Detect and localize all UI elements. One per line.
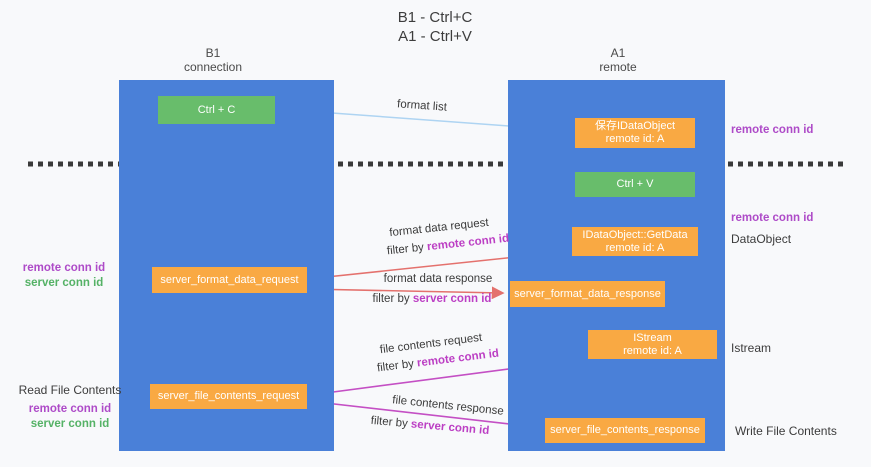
node-server-format-data-request: server_format_data_request — [152, 267, 307, 293]
node-server-file-contents-request: server_file_contents_request — [150, 384, 307, 409]
file-request-label: server_file_contents_request — [157, 390, 300, 402]
annotation-remote-conn-id-top: remote conn id — [731, 124, 814, 136]
title-line-1: B1 - Ctrl+C — [397, 9, 473, 26]
server-conn-id-text: server conn id — [412, 293, 492, 305]
lane-b1-role: connection — [183, 60, 243, 74]
filter-by-text: filter by — [386, 241, 428, 258]
node-server-format-data-response: server_format_data_response — [510, 281, 665, 307]
remote-conn-id-text: remote conn id — [426, 232, 510, 254]
istream-line2: remote id: A — [623, 344, 682, 357]
node-save-idataobject: 保存IDataObject remote id: A — [575, 118, 695, 148]
lane-header-a1: A1 remote — [558, 46, 678, 74]
annotation-write-file-contents: Write File Contents — [735, 424, 837, 438]
remote-conn-id-label: remote conn id — [28, 403, 112, 415]
lane-a1-role: remote — [599, 60, 637, 74]
filter-by-text: filter by — [370, 414, 412, 431]
annotation-left-conn-ids-format: remote conn id server conn id — [18, 261, 110, 291]
lane-header-b1: B1 connection — [153, 46, 273, 74]
istream-line1: IStream — [633, 331, 672, 344]
annotation-istream: Istream — [731, 341, 772, 355]
server-conn-id-label: server conn id — [24, 277, 104, 289]
read-file-contents-label: Read File Contents — [18, 383, 122, 397]
filter-by-text: filter by — [372, 293, 413, 305]
arrow-label-format-data-response: format data response — [383, 273, 493, 285]
file-response-label: server_file_contents_response — [550, 424, 700, 436]
server-conn-id-label: server conn id — [30, 418, 110, 430]
arrow-label-filter-server-1: filter by server conn id — [357, 292, 507, 306]
getdata-line1: IDataObject::GetData — [582, 228, 688, 241]
node-server-file-contents-response: server_file_contents_response — [545, 418, 705, 443]
annotation-remote-conn-id-mid: remote conn id — [731, 212, 814, 224]
remote-conn-id-label: remote conn id — [22, 262, 106, 274]
annotation-left-file-group: Read File Contents remote conn id server… — [16, 383, 124, 432]
lane-b1-name: B1 — [205, 46, 221, 60]
node-ctrl-v: Ctrl + V — [575, 172, 695, 197]
annotation-dataobject: DataObject — [731, 232, 792, 246]
filter-by-text: filter by — [376, 357, 418, 375]
save-idataobject-line2: remote id: A — [605, 133, 665, 145]
title-line-2: A1 - Ctrl+V — [398, 28, 472, 45]
node-istream: IStream remote id: A — [588, 330, 717, 359]
server-conn-id-text: server conn id — [410, 418, 490, 438]
ctrl-v-label: Ctrl + V — [616, 178, 654, 190]
diagram-title: B1 - Ctrl+C A1 - Ctrl+V — [300, 8, 570, 46]
format-response-label: server_format_data_response — [514, 287, 661, 300]
arrow-label-format-list: format list — [396, 98, 448, 114]
save-idataobject-line1: 保存IDataObject — [594, 120, 676, 132]
lane-a1-name: A1 — [610, 46, 626, 60]
node-ctrl-c: Ctrl + C — [158, 96, 275, 124]
ctrl-c-label: Ctrl + C — [197, 103, 236, 116]
getdata-line2: remote id: A — [605, 241, 665, 254]
format-request-label: server_format_data_request — [160, 273, 299, 286]
node-idataobject-getdata: IDataObject::GetData remote id: A — [572, 227, 698, 256]
